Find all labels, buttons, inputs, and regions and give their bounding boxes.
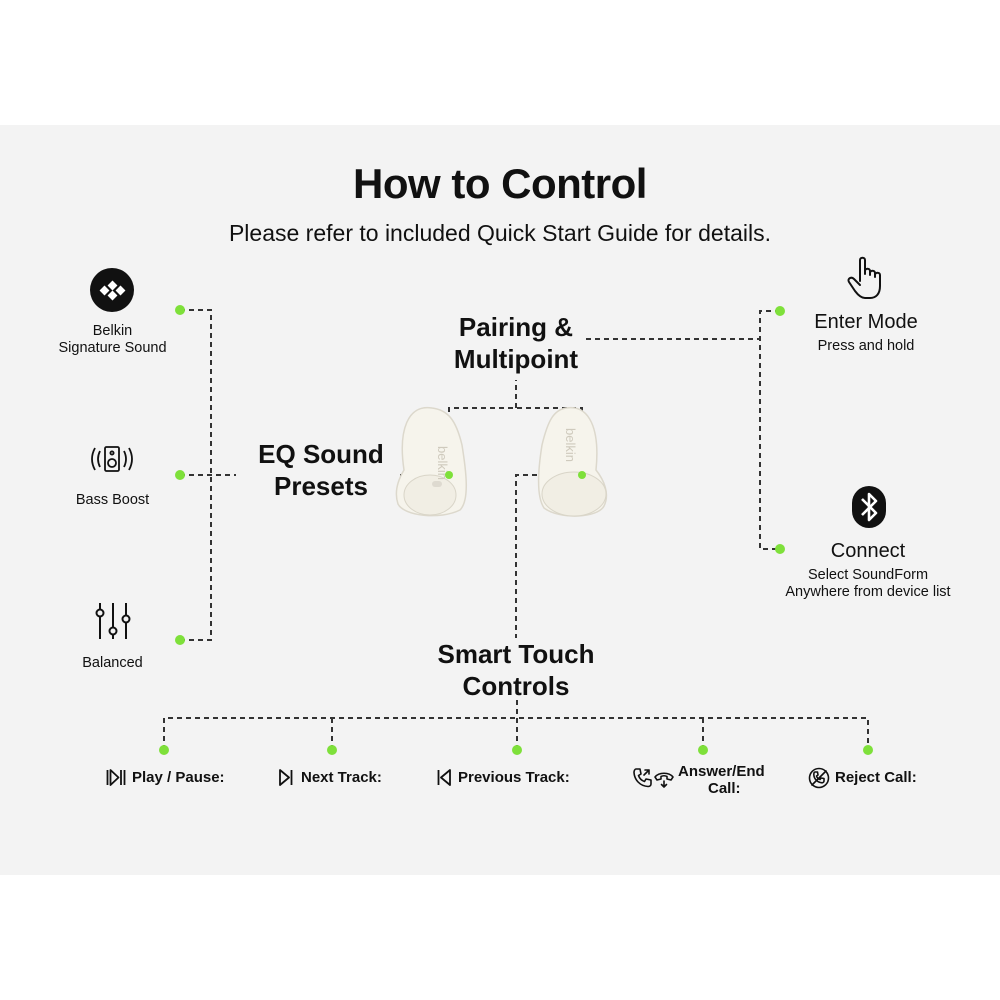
dot-previous-track xyxy=(512,745,522,755)
dot-next-track xyxy=(327,745,337,755)
enter-mode-desc: Press and hold xyxy=(817,338,915,354)
pairing-heading-line1: Pairing & xyxy=(458,312,574,342)
pairing-multipoint-heading: Pairing & Multipoint xyxy=(436,311,596,375)
answer-end-line1: Answer/End xyxy=(678,763,765,780)
control-reject-call-label: Reject Call: xyxy=(835,769,917,786)
dot-balanced xyxy=(175,635,185,645)
control-play-pause-label: Play / Pause: xyxy=(132,769,225,786)
bluetooth-icon xyxy=(852,486,886,528)
enter-mode-title: Enter Mode xyxy=(814,311,918,333)
preset-balanced-label: Balanced xyxy=(82,655,143,671)
touch-heading-line2: Controls xyxy=(462,671,570,701)
equalizer-sliders-icon xyxy=(95,603,131,639)
control-answer-end-call-label: Answer/End Call: xyxy=(678,763,798,797)
reject-call-icon xyxy=(808,767,830,789)
phone-answer-end-icon xyxy=(633,768,674,788)
preset-belkin-signature-label: Belkin Signature Sound xyxy=(40,323,185,357)
dot-belkin-signature xyxy=(175,305,185,315)
touch-connector-bar xyxy=(163,717,869,750)
pairing-bracket xyxy=(759,310,780,550)
left-earbud: belkin xyxy=(395,406,468,517)
page-title: How to Control xyxy=(353,160,647,207)
connect-desc: Select SoundForm Anywhere from device li… xyxy=(776,567,960,601)
eq-sound-presets-heading: EQ Sound Presets xyxy=(236,438,406,502)
dot-answer-end-call xyxy=(698,745,708,755)
right-earbud-brand: belkin xyxy=(563,428,578,462)
preset-bass-boost-label: Bass Boost xyxy=(75,492,150,508)
smart-touch-controls-heading: Smart Touch Controls xyxy=(416,638,616,702)
connect-desc-line2: Anywhere from device list xyxy=(785,584,951,600)
touch-heading-line1: Smart Touch xyxy=(437,639,595,669)
dot-connect xyxy=(775,544,785,554)
page-subtitle: Please refer to included Quick Start Gui… xyxy=(228,220,772,246)
play-pause-icon xyxy=(106,769,126,786)
left-earbud-brand: belkin xyxy=(435,446,450,480)
next-track-icon xyxy=(279,769,293,786)
eq-heading-line1: EQ Sound xyxy=(258,439,384,469)
answer-end-line2: Call: xyxy=(708,780,741,797)
dot-left-earbud xyxy=(445,471,453,479)
dot-reject-call xyxy=(863,745,873,755)
preset-belkin-line2: Signature Sound xyxy=(58,340,167,356)
dot-enter-mode xyxy=(775,306,785,316)
connect-desc-line1: Select SoundForm xyxy=(807,567,929,583)
dot-play-pause xyxy=(159,745,169,755)
connect-title: Connect xyxy=(830,540,906,562)
eq-heading-line2: Presets xyxy=(274,471,368,501)
right-earbud: belkin xyxy=(537,406,608,517)
preset-belkin-line1: Belkin xyxy=(92,323,133,339)
pairing-heading-line2: Multipoint xyxy=(453,344,579,374)
previous-track-icon xyxy=(437,769,451,786)
control-previous-track-label: Previous Track: xyxy=(458,769,570,786)
control-next-track-label: Next Track: xyxy=(301,769,382,786)
hand-tap-icon xyxy=(847,256,881,299)
dot-right-earbud xyxy=(578,471,586,479)
belkin-logo-icon xyxy=(90,268,134,312)
speaker-icon xyxy=(91,446,133,472)
dot-bass-boost xyxy=(175,470,185,480)
